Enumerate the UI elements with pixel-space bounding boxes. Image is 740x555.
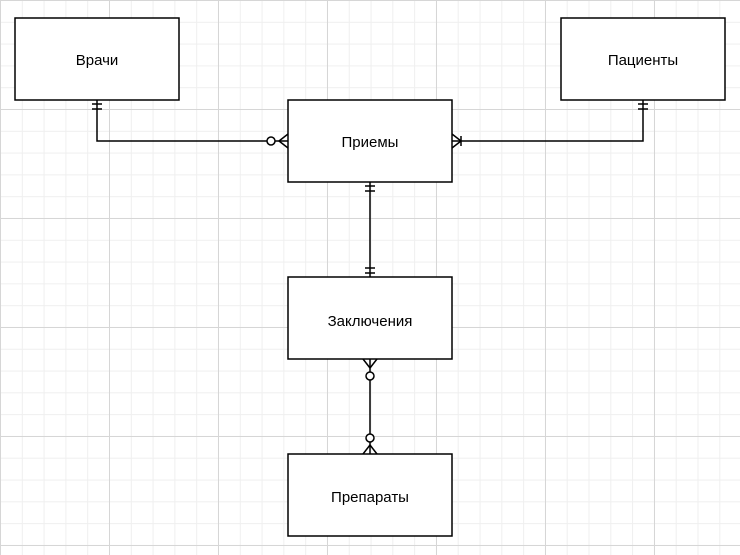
cardinality-one-many-appointments-right	[451, 133, 462, 149]
cardinality-zero-many-conclusions-bottom	[362, 358, 378, 381]
entity-conclusions[interactable]: Заключения	[287, 276, 453, 360]
entity-drugs[interactable]: Препараты	[287, 453, 453, 537]
entity-drugs-label: Препараты	[331, 489, 409, 506]
relation-patients-appointments[interactable]	[452, 100, 644, 142]
entity-conclusions-label: Заключения	[328, 313, 413, 330]
entity-appointments-label: Приемы	[342, 134, 399, 151]
entity-doctors-label: Врачи	[76, 52, 119, 69]
entity-patients-label: Пациенты	[608, 52, 678, 69]
relation-doctors-appointments[interactable]	[96, 100, 288, 142]
cardinality-zero-many-drugs-top	[362, 433, 378, 455]
cardinality-one-only-doctors	[92, 103, 102, 110]
cardinality-zero-many-appointments-left	[266, 133, 289, 149]
cardinality-one-only-patients	[638, 103, 648, 110]
entity-patients[interactable]: Пациенты	[560, 17, 726, 101]
cardinality-one-only-conclusions-top	[365, 267, 375, 274]
entity-appointments[interactable]: Приемы	[287, 99, 453, 183]
cardinality-one-only-appointments-bottom	[365, 185, 375, 192]
entity-doctors[interactable]: Врачи	[14, 17, 180, 101]
